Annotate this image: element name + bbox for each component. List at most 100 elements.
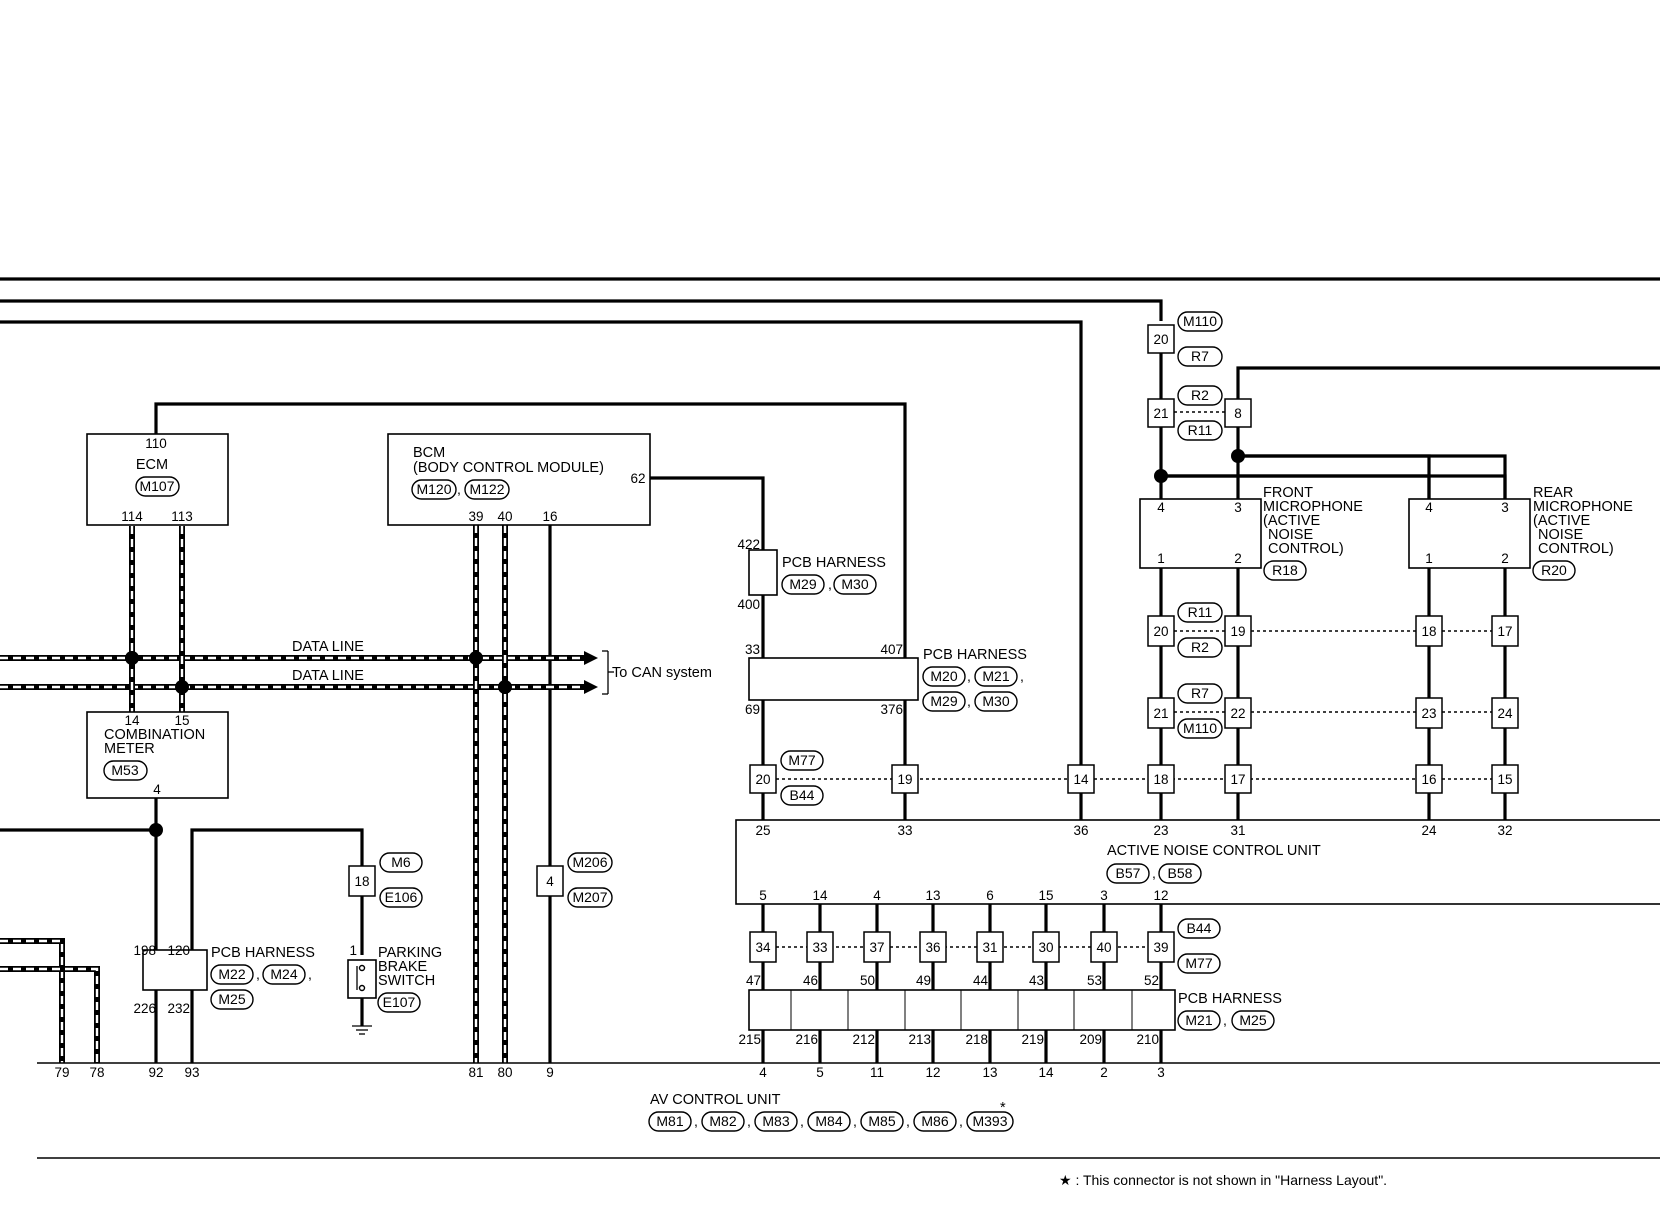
av-pin-92: 92 <box>148 1065 163 1080</box>
pcb2-conn-3: M29 <box>930 693 957 709</box>
av-pin-3: 3 <box>1157 1065 1165 1080</box>
pcb2-label: PCB HARNESS <box>923 647 1027 663</box>
anc-pin-32: 32 <box>1497 823 1512 838</box>
pcb4-pin-219: 219 <box>1021 1032 1044 1047</box>
svg-text:,: , <box>1020 668 1024 684</box>
meter-label-2: METER <box>104 741 155 757</box>
svg-text:,: , <box>457 481 461 497</box>
combination-meter: 14 15 COMBINATION METER M53 4 <box>86 711 229 799</box>
e106-conn: E106 <box>385 889 418 905</box>
r11-mid-conn: R11 <box>1188 604 1213 620</box>
bcm-label: BCM <box>413 445 445 461</box>
pcb4-pin-50: 50 <box>860 973 875 988</box>
anc-pin-31: 31 <box>1230 823 1245 838</box>
footnote: ★ : This connector is not shown in "Harn… <box>1059 1172 1387 1188</box>
parking-brake-switch: 1 PARKING BRAKE SWITCH E107 <box>347 943 442 1013</box>
r11-pin-18: 18 <box>1421 624 1436 639</box>
m77-pin-17: 17 <box>1230 772 1245 787</box>
anc-pin-15: 15 <box>1038 888 1053 903</box>
fm-conn: R18 <box>1272 562 1298 578</box>
anc-conn-2: B58 <box>1168 865 1193 881</box>
pcb4-pin-212: 212 <box>852 1032 875 1047</box>
pcb4-pin-215: 215 <box>738 1032 761 1047</box>
ecm-pin-113: 113 <box>171 509 193 524</box>
m206-conn: M206 <box>572 854 607 870</box>
b44-pin-40: 40 <box>1096 940 1111 955</box>
b44-row-conn: B44 <box>1187 920 1212 936</box>
m77-pin-16: 16 <box>1421 772 1436 787</box>
b44-pin-31: 31 <box>982 940 997 955</box>
m207-conn: M207 <box>572 889 607 905</box>
pcb1-pin-422: 422 <box>737 537 760 552</box>
pcb4-pin-43: 43 <box>1029 973 1044 988</box>
anc-pin-14: 14 <box>812 888 828 903</box>
pcb4-pin-46: 46 <box>803 973 818 988</box>
meter-connector: M53 <box>111 762 138 778</box>
r7-pin-24: 24 <box>1497 706 1513 721</box>
r7-pin-22: 22 <box>1230 706 1245 721</box>
anc-pin-3: 3 <box>1100 888 1108 903</box>
svg-text:,: , <box>1223 1012 1227 1028</box>
anc-pin-25: 25 <box>755 823 770 838</box>
b44-pin-36: 36 <box>925 940 940 955</box>
pcb-harness-1: 422 400 PCB HARNESS M29 , M30 <box>737 537 885 612</box>
anc-pin-12: 12 <box>1153 888 1168 903</box>
m77-pin-20: 20 <box>755 772 770 787</box>
pcb2-conn-1: M20 <box>930 668 957 684</box>
anc-pin-6: 6 <box>986 888 994 903</box>
anc-pin-36: 36 <box>1073 823 1088 838</box>
pbs-label-2: BRAKE <box>378 959 427 975</box>
pcb1-label: PCB HARNESS <box>782 555 886 571</box>
pbs-pin: 1 <box>349 943 357 958</box>
b44-pin-34: 34 <box>755 940 771 955</box>
pcb4-pin-44: 44 <box>973 973 989 988</box>
r2-pin-21: 21 <box>1153 406 1168 421</box>
pcb-harness-3: 198 120 226 232 PCB HARNESS M22 , M24 , … <box>133 943 314 1016</box>
data-line-2: DATA LINE <box>292 668 364 684</box>
pcb3-conn-2: M24 <box>270 966 297 982</box>
joint-r7-m110-row: 21 22 23 24 R7 M110 <box>1147 683 1519 739</box>
bcm-subtitle: (BODY CONTROL MODULE) <box>413 460 604 476</box>
meter-pin-15: 15 <box>174 713 189 728</box>
m77-pin-18: 18 <box>1153 772 1168 787</box>
pcb3-conn-3: M25 <box>218 991 245 1007</box>
pcb3-pin-120: 120 <box>167 943 190 958</box>
bcm-pin-39: 39 <box>468 509 483 524</box>
fm-label-1: FRONT <box>1263 485 1313 501</box>
anc-label: ACTIVE NOISE CONTROL UNIT <box>1107 843 1321 859</box>
b44-pin-39: 39 <box>1153 940 1168 955</box>
joint-b44-m77-row: 34 33 37 36 31 30 40 39 B44 M77 <box>749 918 1221 974</box>
fm-pin-2: 2 <box>1234 551 1242 566</box>
pbs-label-3: SWITCH <box>378 973 435 989</box>
m77-conn: M77 <box>788 752 815 768</box>
r2-conn: R2 <box>1191 387 1209 403</box>
av-control-unit: 79 78 92 93 81 80 9 4 5 11 12 13 14 2 3 … <box>37 1062 1660 1159</box>
can-labels: DATA LINE DATA LINE To CAN system <box>292 639 712 684</box>
pcb4-pin-209: 209 <box>1079 1032 1102 1047</box>
av-pin-14: 14 <box>1038 1065 1054 1080</box>
anc-pin-23: 23 <box>1153 823 1168 838</box>
m110-conn: M110 <box>1183 313 1217 329</box>
meter-pin-4: 4 <box>153 782 161 797</box>
rm-pin-4: 4 <box>1425 500 1433 515</box>
av-pin-11: 11 <box>870 1065 884 1080</box>
r11-pin-20: 20 <box>1153 624 1168 639</box>
anc-conn-1: B57 <box>1116 865 1141 881</box>
av-pin-80: 80 <box>497 1065 512 1080</box>
pcb4-pin-52: 52 <box>1144 973 1159 988</box>
svg-text:,: , <box>256 966 260 982</box>
m110-mid-conn: M110 <box>1183 720 1217 736</box>
av-pin-81: 81 <box>468 1065 483 1080</box>
joint-m110-r7: 20 M110 R7 <box>1147 311 1223 367</box>
svg-text:,: , <box>308 966 312 982</box>
pcb3-conn-1: M22 <box>218 966 245 982</box>
pbs-label-1: PARKING <box>378 945 442 961</box>
ecm-connector: M107 <box>139 478 174 494</box>
svg-text:,: , <box>747 1113 751 1129</box>
meter-pin-14: 14 <box>124 713 140 728</box>
pcb3-pin-198: 198 <box>133 943 156 958</box>
pcb3-pin-226: 226 <box>133 1001 156 1016</box>
av-pin-4: 4 <box>759 1065 767 1080</box>
pcb-harness-2: 33 407 69 376 PCB HARNESS M20 , M21 , M2… <box>745 642 1027 717</box>
pcb2-pin-69: 69 <box>745 702 760 717</box>
